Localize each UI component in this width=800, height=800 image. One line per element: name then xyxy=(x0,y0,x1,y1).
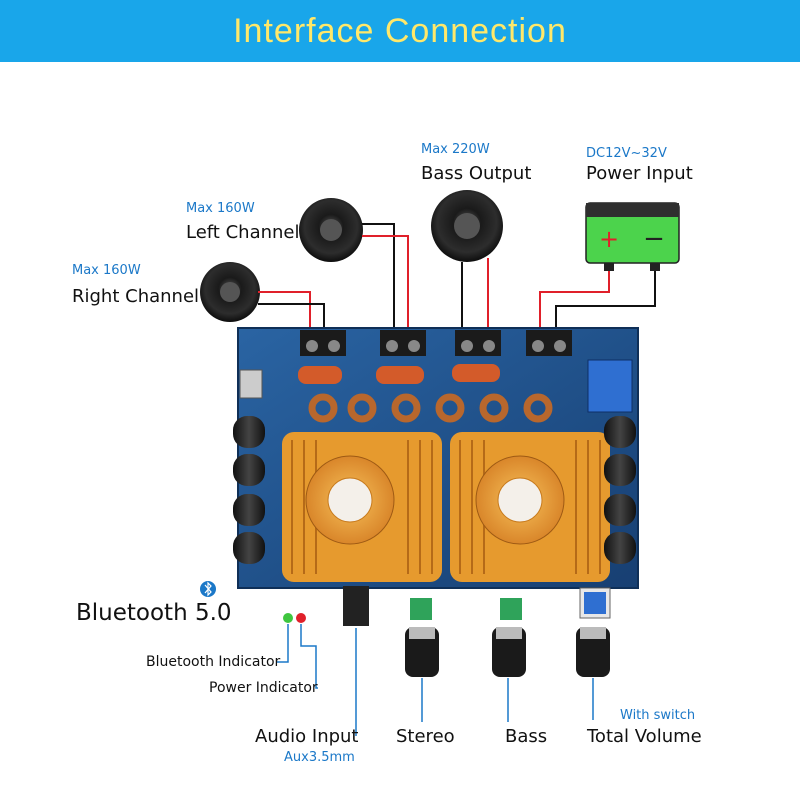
bass-output-label: Bass Output xyxy=(421,163,532,184)
power-indicator-label: Power Indicator xyxy=(209,680,318,696)
stereo-label: Stereo xyxy=(396,726,455,747)
callout-lines xyxy=(276,624,594,736)
left-channel-max: Max 160W xyxy=(186,201,255,216)
amplifier-board xyxy=(233,327,639,626)
audio-input-label: Audio Input xyxy=(255,726,359,747)
total-volume-knob xyxy=(576,627,610,677)
right-channel-max: Max 160W xyxy=(72,263,141,278)
power-indicator-led xyxy=(296,613,306,623)
audio-input-sub: Aux3.5mm xyxy=(284,750,355,765)
stereo-knob xyxy=(405,627,439,677)
bass-knob xyxy=(492,627,526,677)
bass-output-speaker xyxy=(431,190,503,262)
page-title: Interface Connection xyxy=(233,12,567,50)
total-volume-label: Total Volume xyxy=(587,726,702,747)
left-channel-speaker xyxy=(299,198,363,262)
bass-output-max: Max 220W xyxy=(421,142,490,157)
right-channel-speaker xyxy=(200,262,260,322)
battery-minus: − xyxy=(643,224,665,254)
speaker-wires xyxy=(258,223,656,338)
power-input-voltage: DC12V~32V xyxy=(586,146,667,161)
battery-plus: + xyxy=(599,225,619,253)
bass-label: Bass xyxy=(505,726,548,747)
bluetooth-label: Bluetooth 5.0 xyxy=(76,600,232,626)
left-channel-label: Left Channel xyxy=(186,222,300,243)
header-banner xyxy=(0,0,800,62)
power-input-label: Power Input xyxy=(586,163,693,184)
bluetooth-indicator-label: Bluetooth Indicator xyxy=(146,654,281,670)
battery-icon xyxy=(585,202,680,271)
bluetooth-indicator-led xyxy=(283,613,293,623)
bluetooth-icon xyxy=(200,581,216,597)
total-volume-note: With switch xyxy=(620,708,696,723)
right-channel-label: Right Channel xyxy=(72,286,200,307)
